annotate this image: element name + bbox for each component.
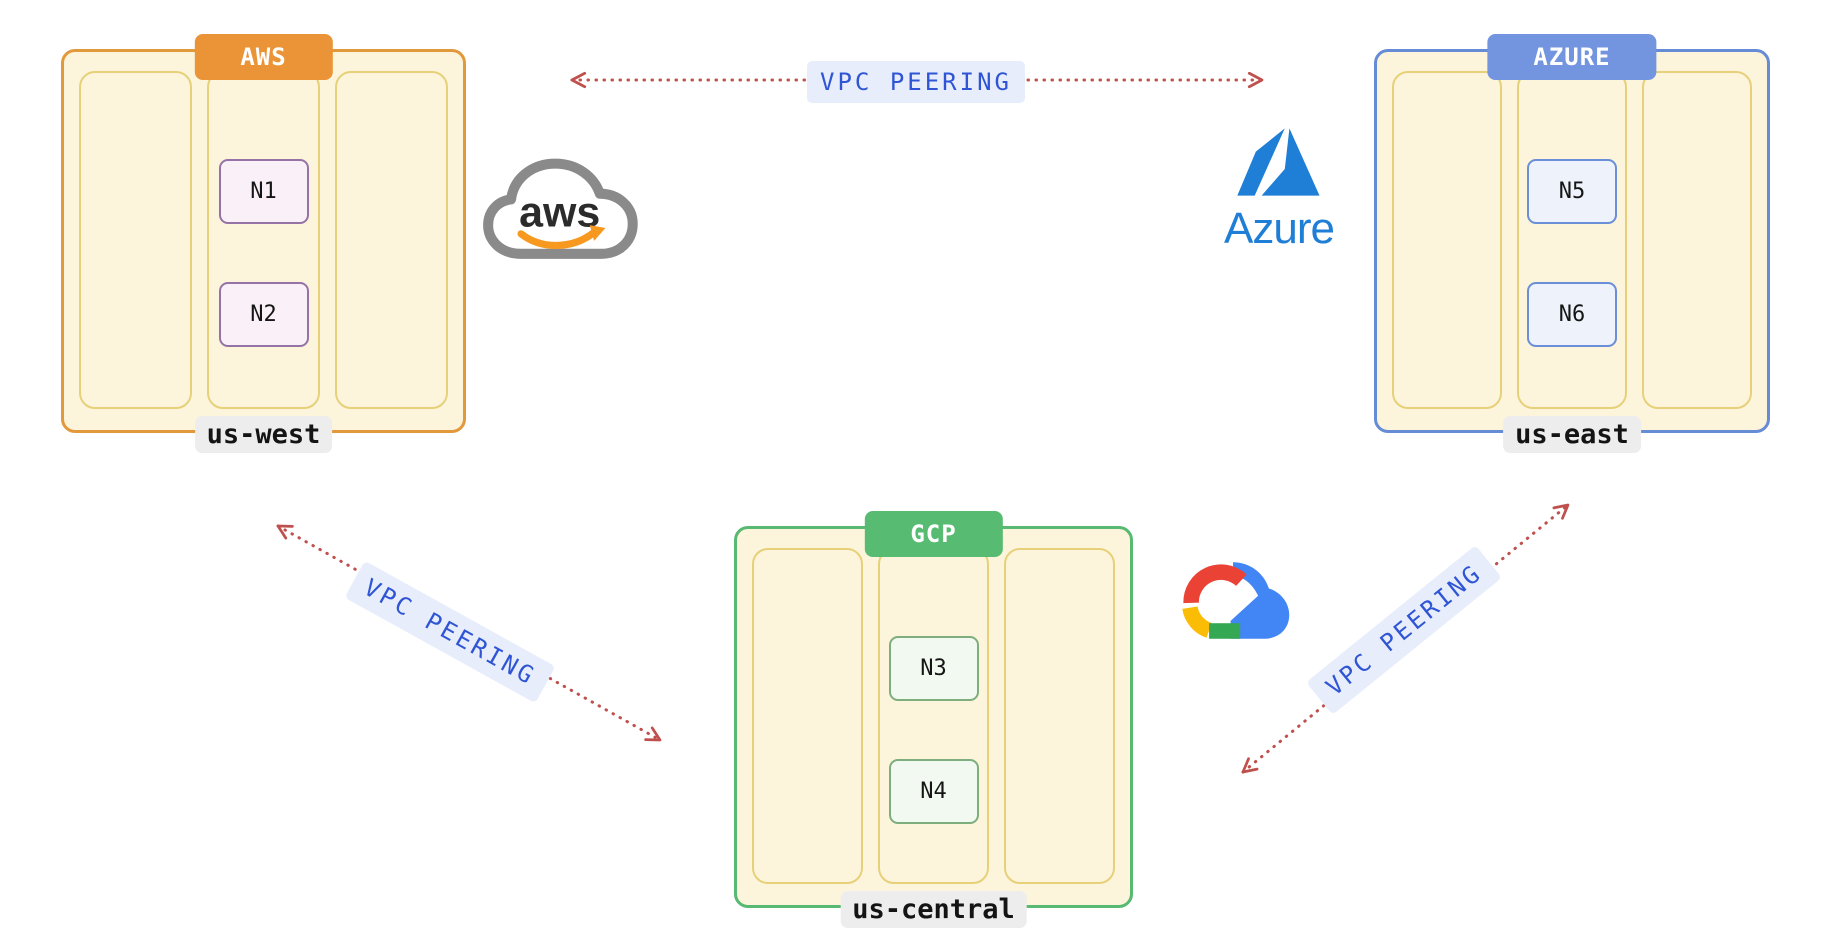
provider-tab-aws: AWS xyxy=(194,34,333,80)
aws-logo-text: aws xyxy=(519,189,600,237)
azure-vpc-box: AZURE N5 N6 us-east xyxy=(1374,34,1770,453)
peering-label-aws-gcp: VPC PEERING xyxy=(344,560,556,704)
gcp-logo-icon xyxy=(1166,544,1300,649)
node-n6: N6 xyxy=(1527,282,1617,347)
gcp-logo-green-bar xyxy=(1209,623,1241,639)
gcp-subnet-right xyxy=(1004,548,1115,884)
aws-subnet-right xyxy=(335,71,448,409)
gcp-vpc-box: GCP N3 N4 us-central xyxy=(734,511,1133,928)
aws-smile-arrowhead xyxy=(589,225,606,241)
node-n5: N5 xyxy=(1527,159,1617,224)
region-label-us-west: us-west xyxy=(194,416,333,453)
node-n4: N4 xyxy=(888,759,979,824)
node-n2: N2 xyxy=(218,282,309,347)
gcp-logo-yellow-arc xyxy=(1182,605,1213,638)
provider-tab-gcp: GCP xyxy=(864,511,1003,557)
gcp-logo-red-arc xyxy=(1183,564,1247,604)
azure-logo-right-shape xyxy=(1261,128,1320,196)
node-n3: N3 xyxy=(888,636,979,701)
aws-logo-icon: aws xyxy=(478,145,650,275)
peering-label-gcp-azure: VPC PEERING xyxy=(1306,545,1502,715)
region-label-us-central: us-central xyxy=(840,891,1027,928)
azure-logo-left-shape xyxy=(1237,128,1285,196)
azure-subnet-right xyxy=(1642,71,1752,409)
gcp-subnet-left xyxy=(752,548,863,884)
provider-tab-azure: AZURE xyxy=(1487,34,1657,80)
region-label-us-east: us-east xyxy=(1503,416,1641,453)
azure-subnet-left xyxy=(1392,71,1502,409)
azure-logo-text: Azure xyxy=(1224,204,1335,253)
aws-subnet-middle: N1 N2 xyxy=(207,71,320,409)
azure-logo-icon: Azure xyxy=(1204,126,1354,254)
node-n1: N1 xyxy=(218,159,309,224)
azure-subnet-middle: N5 N6 xyxy=(1517,71,1627,409)
aws-vpc-box: AWS N1 N2 us-west xyxy=(61,34,466,453)
aws-smile-arrow xyxy=(517,228,598,249)
peering-label-aws-azure: VPC PEERING xyxy=(807,61,1025,103)
gcp-subnet-middle: N3 N4 xyxy=(878,548,989,884)
aws-subnet-left xyxy=(79,71,192,409)
